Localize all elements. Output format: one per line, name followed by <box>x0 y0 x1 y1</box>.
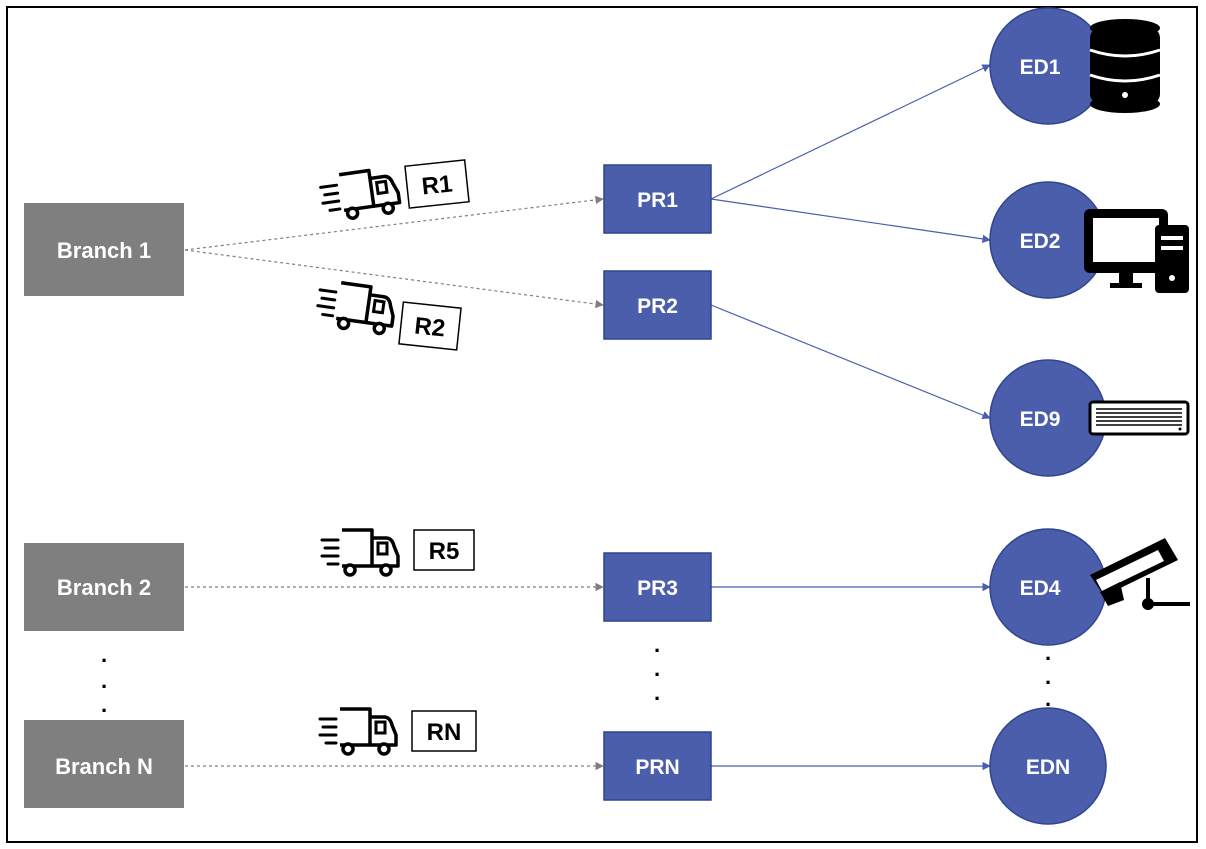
route-label-r5: R5 <box>413 529 475 571</box>
svg-text:R2: R2 <box>413 312 446 342</box>
processor-node-pr2[interactable]: PR2 <box>603 270 712 340</box>
branch-node-b2[interactable]: Branch 2 <box>24 543 184 631</box>
security-camera-icon <box>1090 538 1190 610</box>
branch-label: Branch 2 <box>57 575 151 600</box>
svg-text:R5: R5 <box>429 538 460 565</box>
svg-text:.: . <box>1045 686 1051 711</box>
device-label: ED9 <box>1020 408 1061 431</box>
device-ellipsis: . . . <box>1045 640 1051 711</box>
svg-text:.: . <box>654 656 660 681</box>
branch-node-bn[interactable]: Branch N <box>24 720 184 808</box>
connection-line-pr1-ed2 <box>710 198 991 244</box>
device-node-edn[interactable]: EDN <box>989 707 1107 825</box>
route-line-b1-pr2 <box>184 249 604 309</box>
svg-text:.: . <box>101 668 107 693</box>
connection-line-pr2-ed9 <box>710 304 991 420</box>
processor-ellipsis: . . . <box>654 632 660 705</box>
device-label: ED4 <box>1020 577 1061 600</box>
processor-label: PR1 <box>637 189 678 212</box>
delivery-truck-icon <box>313 278 399 337</box>
svg-text:.: . <box>101 692 107 717</box>
database-icon <box>1089 19 1161 113</box>
branch-ellipsis: . . . <box>101 642 107 717</box>
air-conditioner-icon <box>1088 400 1190 436</box>
delivery-truck-icon <box>318 707 398 756</box>
route-label-r2: R2 <box>398 301 462 351</box>
desktop-computer-icon <box>1084 209 1189 293</box>
branch-label: Branch 1 <box>57 238 151 263</box>
svg-text:.: . <box>654 632 660 657</box>
diagram-frame <box>6 6 1198 843</box>
svg-text:R1: R1 <box>420 170 453 200</box>
device-label: EDN <box>1026 756 1070 779</box>
processor-label: PRN <box>635 756 679 779</box>
processor-node-pr3[interactable]: PR3 <box>603 552 712 622</box>
processor-node-prn[interactable]: PRN <box>603 731 712 801</box>
processor-label: PR2 <box>637 295 678 318</box>
svg-text:RN: RN <box>427 719 462 746</box>
processor-label: PR3 <box>637 577 678 600</box>
processor-node-pr1[interactable]: PR1 <box>603 164 712 234</box>
route-label-rn: RN <box>411 710 477 752</box>
device-node-ed1[interactable]: ED1 <box>989 7 1107 125</box>
branch-node-b1[interactable]: Branch 1 <box>24 203 184 296</box>
svg-text:.: . <box>1045 640 1051 665</box>
device-label: ED1 <box>1020 56 1061 79</box>
svg-text:.: . <box>654 680 660 705</box>
delivery-truck-icon <box>320 528 400 577</box>
device-node-ed2[interactable]: ED2 <box>989 181 1107 299</box>
route-line-b1-pr1 <box>184 195 604 251</box>
svg-text:.: . <box>101 642 107 667</box>
branch-label: Branch N <box>55 754 153 779</box>
device-node-ed4[interactable]: ED4 <box>989 528 1107 646</box>
connection-line-pr1-ed1 <box>710 64 991 200</box>
route-label-r1: R1 <box>404 159 470 209</box>
device-label: ED2 <box>1020 230 1061 253</box>
svg-text:.: . <box>1045 664 1051 689</box>
delivery-truck-icon <box>317 165 403 224</box>
